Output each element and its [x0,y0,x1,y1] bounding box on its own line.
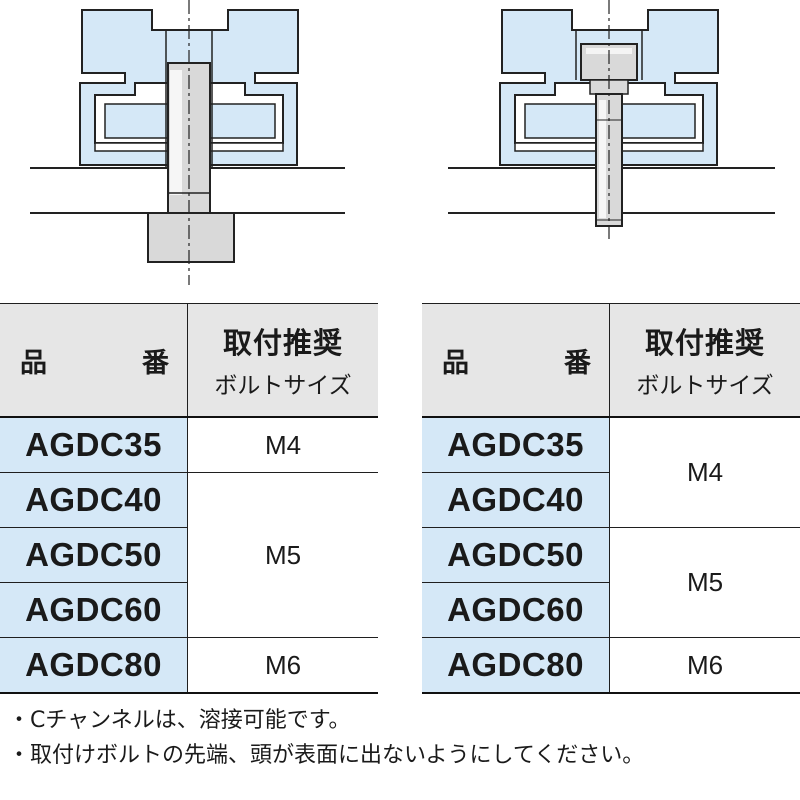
header-bolt-line2: ボルトサイズ [636,373,774,399]
note-bolt-protrusion: ・取付けボルトの先端、頭が表面に出ないようにしてください。 [8,743,645,768]
header-bolt-line1: 取付推奨 [222,326,343,360]
table-row: AGDC50 [0,527,378,583]
part-number-cell: AGDC35 [422,416,610,473]
header-bolt-size: 取付推奨 ボルトサイズ [609,303,800,418]
bolt-size-table-left: 品 番 取付推奨 ボルトサイズ AGDC35 M4 AGDC40 M5 AGDC… [0,303,378,694]
notes: ・Cチャンネルは、溶接可能です。 ・取付けボルトの先端、頭が表面に出ないようにし… [8,703,798,773]
part-number-cell: AGDC50 [0,527,188,583]
table-row: AGDC35 M4 [422,416,800,528]
part-number-cell: AGDC40 [0,472,188,528]
bolt-size-cell: M6 [609,637,800,694]
header-bolt-size: 取付推奨 ボルトサイズ [187,303,378,418]
table-row: AGDC35 M4 [0,416,378,473]
table-row: AGDC50 M5 [422,527,800,638]
bolt-head [147,212,235,263]
part-number-cell: AGDC35 [0,416,188,473]
bolt-size-cell: M5 [609,527,800,638]
bolt-size-cell: M4 [609,416,800,528]
part-number-cell: AGDC50 [422,527,610,583]
table-row: AGDC60 [422,582,800,638]
part-number-cell: AGDC80 [0,637,188,694]
top-mount-bolt-diagram [448,0,775,240]
bolt-size-cell: M5 [187,472,378,638]
table-row: AGDC40 M5 [0,472,378,638]
header-part-char: 番 [142,347,169,379]
note-welding: ・Cチャンネルは、溶接可能です。 [8,708,351,733]
table-header-row: 品 番 取付推奨 ボルトサイズ [0,303,378,418]
part-number-cell: AGDC80 [422,637,610,694]
header-bolt-line1: 取付推奨 [644,326,765,360]
table-header-row: 品 番 取付推奨 ボルトサイズ [422,303,800,418]
header-bolt-line2: ボルトサイズ [214,373,352,399]
header-part-char: 品 [442,347,469,379]
table-row: AGDC60 [0,582,378,638]
table-row: AGDC40 [422,472,800,528]
part-number-cell: AGDC60 [422,582,610,638]
header-part-number: 品 番 [422,303,610,418]
part-number-cell: AGDC40 [422,472,610,528]
bolt-size-table-right: 品 番 取付推奨 ボルトサイズ AGDC35 M4 AGDC40 AGDC50 … [422,303,800,694]
header-part-char: 番 [564,347,591,379]
table-row: AGDC80 M6 [0,637,378,694]
bottom-mount-bolt-diagram [30,0,345,285]
bolt-size-cell: M6 [187,637,378,694]
header-part-number: 品 番 [0,303,188,418]
bolt-size-cell: M4 [187,416,378,473]
header-part-char: 品 [20,347,47,379]
table-row: AGDC80 M6 [422,637,800,694]
part-number-cell: AGDC60 [0,582,188,638]
